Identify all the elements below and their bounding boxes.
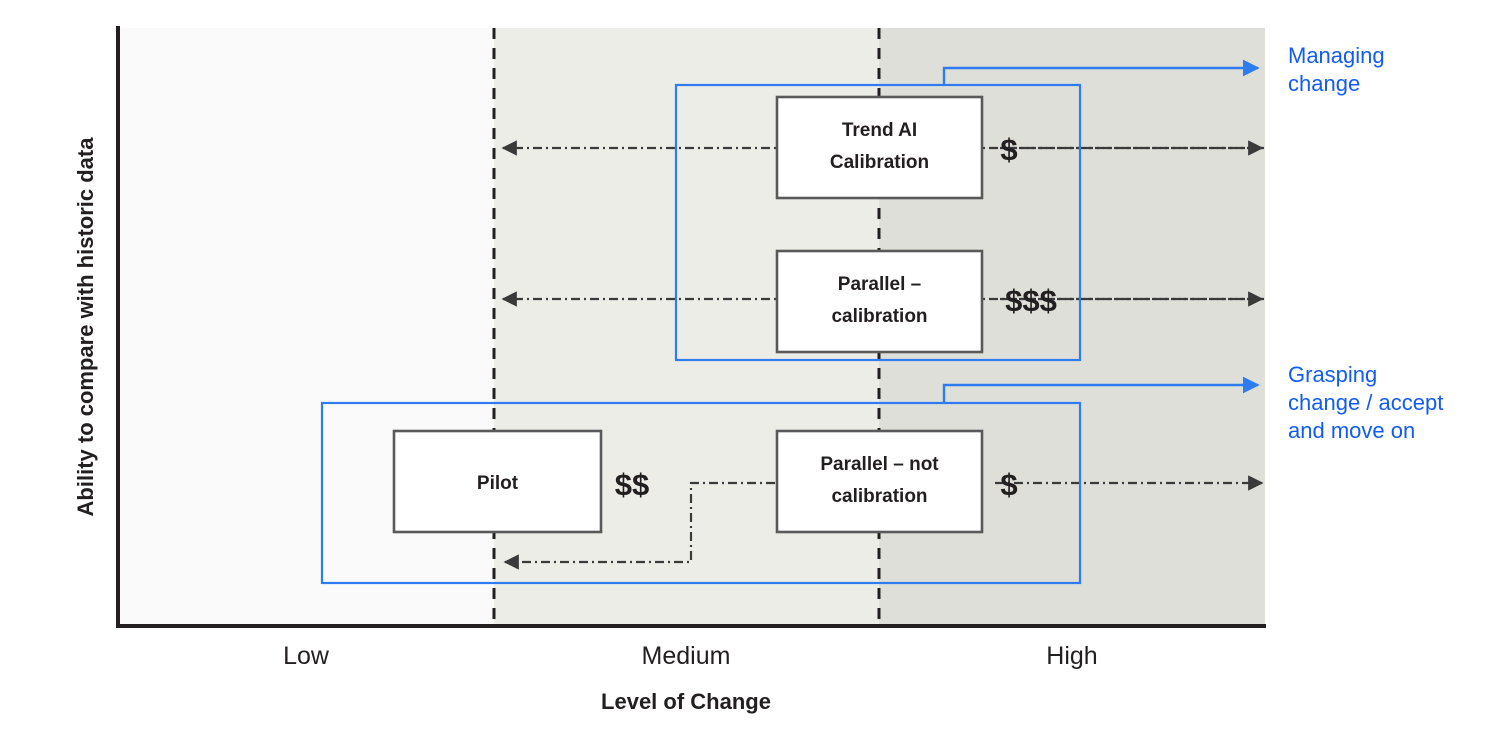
leader-arrow-grasping-change (942, 376, 1260, 403)
annotation-managing-change: Managing change (1288, 43, 1385, 96)
leader-arrow-managing-change (942, 59, 1260, 85)
option-box-trend-ai-rect[interactable] (775, 95, 984, 200)
annotation-grasping-change-line2: change / accept (1288, 390, 1443, 415)
axes (116, 26, 1266, 628)
annotation-grasping-change: Grasping change / accept and move on (1288, 362, 1443, 443)
option-box-parallel-calibration[interactable]: Parallel – calibration (775, 249, 984, 354)
x-tick-label-medium: Medium (642, 642, 731, 670)
y-axis-title: Ability to compare with historic data (73, 137, 98, 517)
cost-label-parallel-not-calibration: $ (1000, 467, 1017, 502)
cost-label-pilot: $$ (615, 467, 649, 502)
option-box-pilot-line1: Pilot (477, 473, 519, 494)
option-box-parallel-calibration-rect[interactable] (775, 249, 984, 354)
group-rect-managing-change[interactable] (674, 83, 1082, 362)
x-tick-label-low: Low (283, 642, 330, 670)
x-tick-label-high: High (1046, 642, 1097, 670)
option-box-trend-ai-line1: Trend AI (842, 120, 917, 141)
group-managing-change[interactable] (674, 59, 1260, 362)
option-box-parallel-not-calibration-line1: Parallel – not (820, 454, 939, 475)
group-grasping-change[interactable] (320, 376, 1260, 585)
option-box-trend-ai-line2: Calibration (830, 152, 929, 173)
annotation-managing-change-line1: Managing (1288, 43, 1385, 68)
option-box-pilot-rect[interactable] (392, 429, 603, 534)
cost-label-trend-ai: $ (1000, 132, 1017, 167)
x-tick-labels: Low Medium High (283, 642, 1098, 670)
annotation-grasping-change-line3: and move on (1288, 418, 1415, 443)
option-box-parallel-not-calibration-line2: calibration (831, 486, 927, 507)
x-axis-title: Level of Change (601, 689, 771, 714)
annotation-managing-change-line2: change (1288, 71, 1360, 96)
option-box-parallel-not-calibration[interactable]: Parallel – not calibration (775, 429, 984, 534)
band-low (118, 28, 494, 626)
cost-label-parallel-calibration: $$$ (1005, 283, 1057, 318)
group-rect-grasping-change[interactable] (320, 401, 1082, 585)
option-box-trend-ai[interactable]: Trend AI Calibration (775, 95, 984, 200)
option-box-pilot[interactable]: Pilot (392, 429, 603, 534)
option-box-parallel-calibration-line1: Parallel – (838, 274, 921, 295)
cost-labels: $ $$$ $$ $ (615, 132, 1057, 502)
annotation-grasping-change-line1: Grasping (1288, 362, 1377, 387)
option-box-parallel-not-calibration-rect[interactable] (775, 429, 984, 534)
connector-pilot-feedback (503, 481, 775, 570)
option-box-parallel-calibration-line2: calibration (831, 306, 927, 327)
